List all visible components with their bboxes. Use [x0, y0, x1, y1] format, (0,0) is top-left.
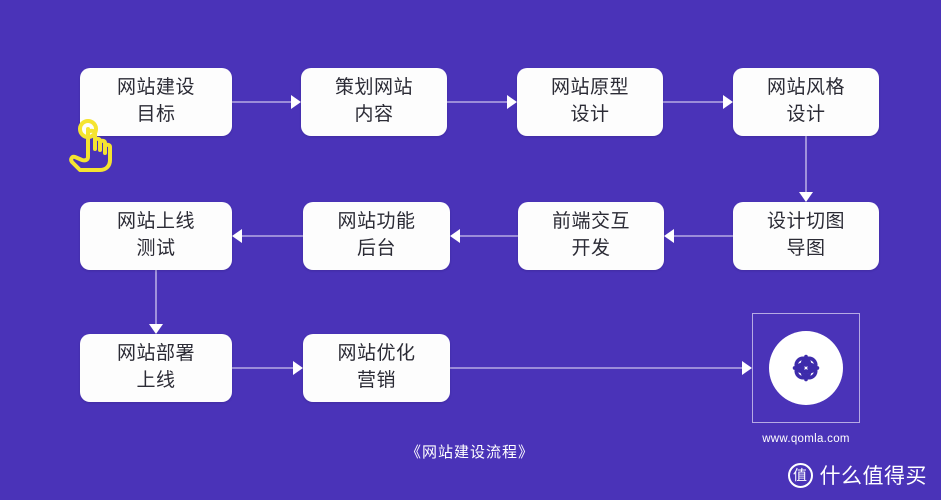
flow-node-n6[interactable]: 前端交互开发 [518, 202, 664, 270]
flow-node-n9[interactable]: 网站部署上线 [80, 334, 232, 402]
flow-node-label: 内容 [354, 104, 394, 125]
flow-node-label: 设计 [786, 104, 826, 125]
connector-n3-to-n4 [663, 95, 733, 109]
flow-node-n2[interactable]: 策划网站内容 [301, 68, 447, 136]
flow-node-label: 前端交互 [551, 211, 630, 233]
flow-node-n7[interactable]: 网站功能后台 [303, 202, 450, 270]
flow-node-label: 网站原型 [550, 77, 629, 99]
flow-node-label: 网站部署 [116, 343, 195, 365]
connector-n7-to-n8 [232, 229, 303, 243]
flow-node-label: 目标 [136, 104, 176, 125]
flow-node-label: 开发 [571, 238, 611, 259]
connector-n5-to-n6 [664, 229, 733, 243]
flow-node-n3[interactable]: 网站原型设计 [517, 68, 663, 136]
connector-n10-to-logo [450, 361, 752, 375]
connector-n4-to-n5 [799, 136, 813, 202]
diagram-caption: 《网站建设流程》 [405, 444, 534, 461]
flow-node-label: 后台 [356, 238, 396, 259]
tap-hand-cursor-icon [66, 117, 120, 173]
connector-n8-to-n9 [149, 270, 163, 334]
logo-url-label: www.qomla.com [762, 433, 850, 445]
logo-panel [752, 313, 860, 423]
flow-node-n8[interactable]: 网站上线测试 [80, 202, 232, 270]
flow-node-label: 网站优化 [337, 343, 416, 365]
flow-node-label: 策划网站 [334, 77, 413, 99]
flow-node-label: 设计切图 [766, 211, 845, 233]
flow-node-label: 营销 [356, 370, 396, 391]
flow-node-n10[interactable]: 网站优化营销 [303, 334, 450, 402]
connector-n6-to-n7 [450, 229, 518, 243]
watermark: 值 什么值得买 [787, 460, 928, 490]
watermark-label: 什么值得买 [819, 465, 927, 488]
flow-node-label: 设计 [570, 104, 610, 125]
flow-node-label: 网站功能 [337, 211, 416, 233]
flow-node-n1[interactable]: 网站建设目标 [80, 68, 232, 136]
connector-n9-to-n10 [232, 361, 303, 375]
connector-n2-to-n3 [447, 95, 517, 109]
connector-n1-to-n2 [232, 95, 301, 109]
flow-node-label: 导图 [786, 238, 826, 259]
flow-node-label: 网站上线 [116, 211, 195, 233]
qomla-knot-logo-icon [769, 331, 843, 405]
watermark-badge-icon: 值 [787, 462, 813, 488]
flow-node-label: 网站建设 [116, 77, 195, 99]
flow-node-label: 上线 [136, 370, 176, 391]
flow-node-n5[interactable]: 设计切图导图 [733, 202, 879, 270]
flow-node-label: 测试 [136, 238, 176, 259]
flow-node-n4[interactable]: 网站风格设计 [733, 68, 879, 136]
flow-node-label: 网站风格 [766, 77, 845, 99]
